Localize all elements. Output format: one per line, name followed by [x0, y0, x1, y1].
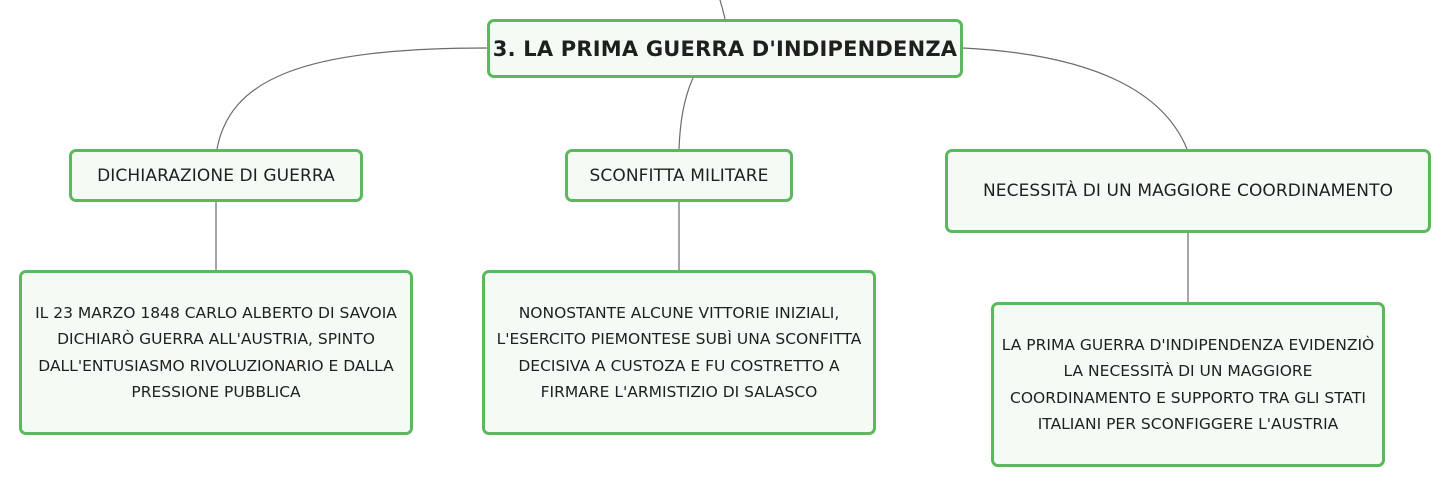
root-topic-node[interactable]: 3. LA PRIMA GUERRA D'INDIPENDENZA [487, 19, 963, 78]
connector-parent-to-root [719, 0, 726, 20]
detail-text: NONOSTANTE ALCUNE VITTORIE INIZIALI, L'E… [496, 303, 862, 402]
branch-node-coordinamento[interactable]: NECESSITÀ DI UN MAGGIORE COORDINAMENTO [945, 149, 1431, 233]
detail-node-dichiarazione[interactable]: IL 23 MARZO 1848 CARLO ALBERTO DI SAVOIA… [19, 270, 413, 435]
connector-root-to-branch-2 [678, 77, 694, 150]
branch-label: NECESSITÀ DI UN MAGGIORE COORDINAMENTO [982, 181, 1394, 201]
detail-node-coordinamento[interactable]: LA PRIMA GUERRA D'INDIPENDENZA EVIDENZIÒ… [991, 302, 1385, 467]
detail-node-sconfitta[interactable]: NONOSTANTE ALCUNE VITTORIE INIZIALI, L'E… [482, 270, 876, 435]
branch-label: DICHIARAZIONE DI GUERRA [97, 165, 335, 186]
connector-root-to-branch-3 [962, 47, 1188, 150]
detail-text: IL 23 MARZO 1848 CARLO ALBERTO DI SAVOIA… [35, 303, 397, 402]
branch-node-sconfitta[interactable]: SCONFITTA MILITARE [565, 149, 793, 202]
branch-node-dichiarazione[interactable]: DICHIARAZIONE DI GUERRA [69, 149, 363, 202]
root-topic-label: 3. LA PRIMA GUERRA D'INDIPENDENZA [492, 36, 958, 61]
branch-label: SCONFITTA MILITARE [589, 165, 769, 186]
detail-text: LA PRIMA GUERRA D'INDIPENDENZA EVIDENZIÒ… [1001, 335, 1375, 434]
connector-root-to-branch-1 [216, 47, 488, 150]
